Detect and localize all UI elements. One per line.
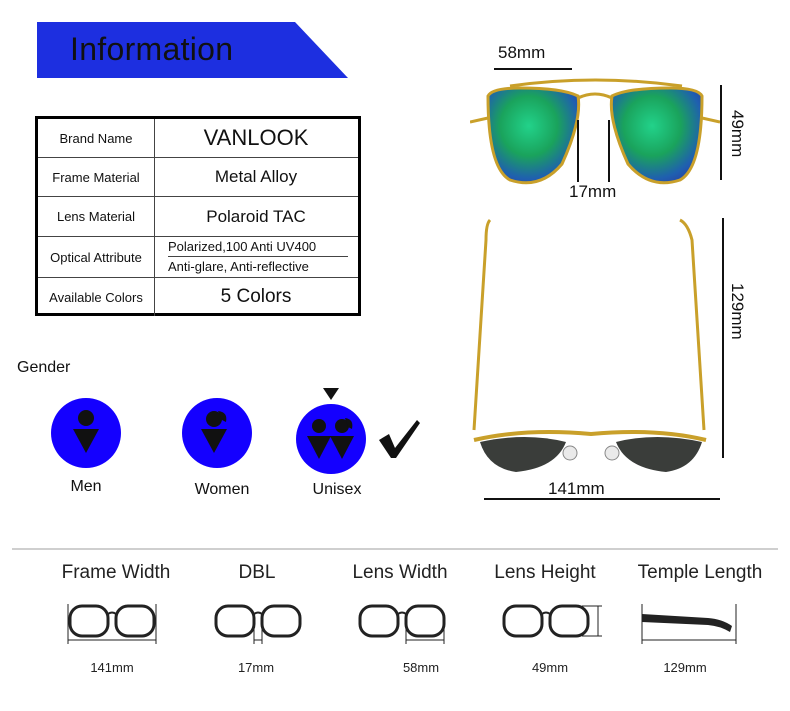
gender-option-women[interactable] (182, 398, 252, 468)
banner-title: Information (70, 31, 234, 67)
spec-label: Optical Attribute (38, 237, 155, 277)
dim-top-width: 58mm (498, 43, 546, 62)
spec-row-lens-material: Lens Material Polaroid TAC (38, 197, 358, 237)
dim-line-bridge-left (577, 120, 579, 182)
spec-label: Brand Name (38, 119, 155, 157)
spec-row-available-colors: Available Colors 5 Colors (38, 278, 358, 316)
spec-value-multiline: Polarized,100 Anti UV400 Anti-glare, Ant… (154, 237, 358, 277)
glasses-dbl-icon (214, 604, 302, 644)
gender-label: Gender (17, 359, 71, 376)
dim-line-bridge-right (608, 120, 610, 182)
measure-value-dbl: 17mm (237, 660, 275, 675)
glasses-lens-height-icon (502, 604, 602, 638)
dim-line-total-width (484, 498, 720, 500)
spec-label: Lens Material (38, 197, 155, 236)
gender-caption: Men (70, 478, 102, 495)
dim-line-lens-height (720, 85, 722, 180)
measure-title-lens-height: Lens Height (494, 562, 596, 583)
optical-line-2: Anti-glare, Anti-reflective (168, 255, 348, 277)
dim-bridge: 17mm (569, 182, 617, 201)
gender-caption: Women (194, 481, 250, 498)
dim-lens-height: 49mm (728, 110, 747, 158)
measure-title-dbl: DBL (238, 562, 276, 583)
gender-caption: Unisex (312, 481, 362, 498)
measure-value-frame-width: 141mm (90, 660, 134, 675)
measure-value-lens-height: 49mm (531, 660, 569, 675)
sunglasses-top-view (472, 218, 707, 472)
woman-icon (201, 411, 227, 453)
unisex-icon (307, 418, 354, 459)
checkmark-icon (379, 420, 420, 458)
gender-option-unisex[interactable] (296, 404, 366, 474)
dim-total-width: 141mm (548, 479, 605, 498)
spec-table: Brand Name VANLOOK Frame Material Metal … (35, 116, 361, 316)
temple-length-icon (641, 604, 737, 644)
spec-label: Available Colors (38, 278, 155, 316)
spec-row-brand: Brand Name VANLOOK (38, 119, 358, 158)
measure-value-lens-width: 58mm (402, 660, 440, 675)
selected-marker-icon (323, 388, 339, 400)
measure-title-temple-length: Temple Length (637, 562, 763, 583)
spec-label: Frame Material (38, 158, 155, 196)
spec-row-optical-attribute: Optical Attribute Polarized,100 Anti UV4… (38, 237, 358, 278)
spec-value: Metal Alloy (214, 167, 298, 186)
measure-value-temple-length: 129mm (663, 660, 707, 675)
spec-value: 5 Colors (220, 286, 292, 307)
dim-temple: 129mm (728, 283, 747, 340)
information-banner (37, 22, 348, 78)
spec-row-frame-material: Frame Material Metal Alloy (38, 158, 358, 197)
measure-title-frame-width: Frame Width (61, 562, 171, 583)
spec-value: VANLOOK (203, 125, 309, 150)
man-icon (73, 410, 99, 453)
sunglasses-front-view (470, 78, 720, 185)
glasses-frame-width-icon (67, 604, 157, 644)
gender-option-men[interactable] (51, 398, 121, 468)
spec-value: Polaroid TAC (206, 206, 306, 226)
optical-line-1: Polarized,100 Anti UV400 (168, 238, 317, 254)
dim-line-top (494, 68, 572, 70)
measure-title-lens-width: Lens Width (352, 562, 448, 583)
dim-line-temple (722, 218, 724, 458)
glasses-lens-width-icon (358, 604, 446, 644)
section-divider (12, 548, 778, 550)
